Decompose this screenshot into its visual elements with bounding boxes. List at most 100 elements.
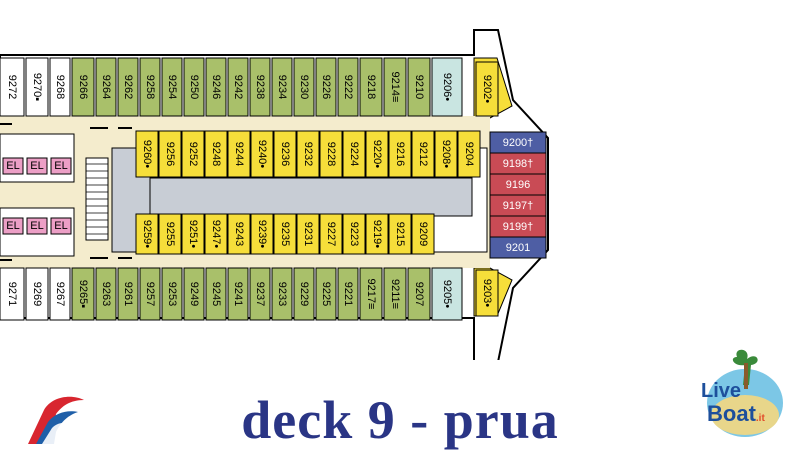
cabin-9212[interactable]: 9212 [411,130,435,178]
cabin-9245[interactable]: 9245 [205,267,227,321]
cabin-9259[interactable]: 9259• [135,213,159,255]
cabin-9222[interactable]: 9222 [337,57,359,117]
cabin-9230[interactable]: 9230 [293,57,315,117]
suite-9196[interactable]: 9196 [489,173,547,196]
cabin-9218[interactable]: 9218 [359,57,383,117]
cabin-9268[interactable]: 9268 [49,57,71,117]
cabin-9247[interactable]: 9247• [204,213,228,255]
cabin-9226[interactable]: 9226 [315,57,337,117]
cabin-9256[interactable]: 9256 [158,130,182,178]
cabin-9243[interactable]: 9243 [227,213,251,255]
cabin-9205[interactable]: 9205• [431,267,463,321]
cabin-9249[interactable]: 9249 [183,267,205,321]
cabin-9250[interactable]: 9250 [183,57,205,117]
cabin-9258[interactable]: 9258 [139,57,161,117]
cabin-9270[interactable]: 9270▪ [25,57,49,117]
cabin-box [204,130,228,178]
cabin-9231[interactable]: 9231 [296,213,320,255]
cabin-9215[interactable]: 9215 [388,213,412,255]
cabin-9235[interactable]: 9235 [273,213,297,255]
cabin-9267[interactable]: 9267 [49,267,71,321]
cabin-number: 9241 [232,282,244,306]
cabin-9228[interactable]: 9228 [319,130,343,178]
cabin-9223[interactable]: 9223 [342,213,366,255]
cabin-9217[interactable]: 9217≡ [359,267,383,321]
cabin-9253[interactable]: 9253 [161,267,183,321]
cabin-box [319,130,343,178]
cabin-9237[interactable]: 9237 [249,267,271,321]
cabin-9269[interactable]: 9269 [25,267,49,321]
cabin-9229[interactable]: 9229 [293,267,315,321]
cabin-9239[interactable]: 9239• [250,213,274,255]
cabin-box [249,267,271,321]
cabin-9252[interactable]: 9252 [181,130,205,178]
cabin-9211[interactable]: 9211≡ [383,267,407,321]
carnival-logo [28,396,84,444]
cabin-9257[interactable]: 9257 [139,267,161,321]
cabin-9242[interactable]: 9242 [227,57,249,117]
cabin-box [161,57,183,117]
cabin-9207[interactable]: 9207 [407,267,431,321]
cabin-9271[interactable]: 9271 [0,267,25,321]
cabin-number: 9243 [233,222,245,246]
cabin-9272[interactable]: 9272 [0,57,25,117]
cabin-9240[interactable]: 9240• [250,130,274,178]
cabin-9209[interactable]: 9209 [411,213,435,255]
suite-number: 9196 [506,179,530,191]
cabin-9241[interactable]: 9241 [227,267,249,321]
cabin-9266[interactable]: 9266 [71,57,95,117]
cabin-9251[interactable]: 9251• [181,213,205,255]
cabin-number: 9212 [417,142,429,166]
cabin-9220[interactable]: 9220• [365,130,389,178]
cabin-9264[interactable]: 9264 [95,57,117,117]
cabin-9214[interactable]: 9214≡ [383,57,407,117]
cabin-9234[interactable]: 9234 [271,57,293,117]
cabin-box [135,130,159,178]
cabin-number: 9268 [54,75,66,99]
cabin-9265[interactable]: 9265▪ [71,267,95,321]
suite-9201[interactable]: 9201 [489,236,547,259]
cabin-9261[interactable]: 9261 [117,267,139,321]
cabin-9236[interactable]: 9236 [273,130,297,178]
cabin-box [0,267,25,321]
cabin-box [434,130,458,178]
cabin-9202[interactable]: 9202• [475,61,499,117]
cabin-number: 9230 [298,75,310,99]
cabin-9216[interactable]: 9216 [388,130,412,178]
cabin-number: 9245 [210,282,222,306]
cabin-9204[interactable]: 9204 [457,130,481,178]
suite-9197[interactable]: 9197† [489,194,547,217]
cabin-number: 9217≡ [365,279,377,310]
cabin-box [365,130,389,178]
cabin-9210[interactable]: 9210 [407,57,431,117]
cabin-9244[interactable]: 9244 [227,130,251,178]
suite-9199[interactable]: 9199† [489,215,547,238]
cabin-box [205,57,227,117]
cabin-9262[interactable]: 9262 [117,57,139,117]
cabin-9225[interactable]: 9225 [315,267,337,321]
cabin-9203[interactable]: 9203• [475,269,499,317]
cabin-9206[interactable]: 9206• [431,57,463,117]
suite-9200[interactable]: 9200† [489,131,547,154]
cabin-9238[interactable]: 9238 [249,57,271,117]
cabin-9208[interactable]: 9208• [434,130,458,178]
suite-9198[interactable]: 9198† [489,152,547,175]
cabin-9233[interactable]: 9233 [271,267,293,321]
cabin-9246[interactable]: 9246 [205,57,227,117]
cabin-box [319,213,343,255]
cabin-9227[interactable]: 9227 [319,213,343,255]
cabin-9224[interactable]: 9224 [342,130,366,178]
cabin-9260[interactable]: 9260• [135,130,159,178]
cabin-9254[interactable]: 9254 [161,57,183,117]
cabin-9248[interactable]: 9248 [204,130,228,178]
cabin-number: 9222 [342,75,354,99]
cabin-9219[interactable]: 9219• [365,213,389,255]
cabin-box [71,267,95,321]
cabin-9232[interactable]: 9232 [296,130,320,178]
cabin-box [227,130,251,178]
watermark-at: at [736,401,756,426]
cabin-9255[interactable]: 9255 [158,213,182,255]
cabin-number: 9270▪ [31,73,43,101]
cabin-9221[interactable]: 9221 [337,267,359,321]
cabin-9263[interactable]: 9263 [95,267,117,321]
